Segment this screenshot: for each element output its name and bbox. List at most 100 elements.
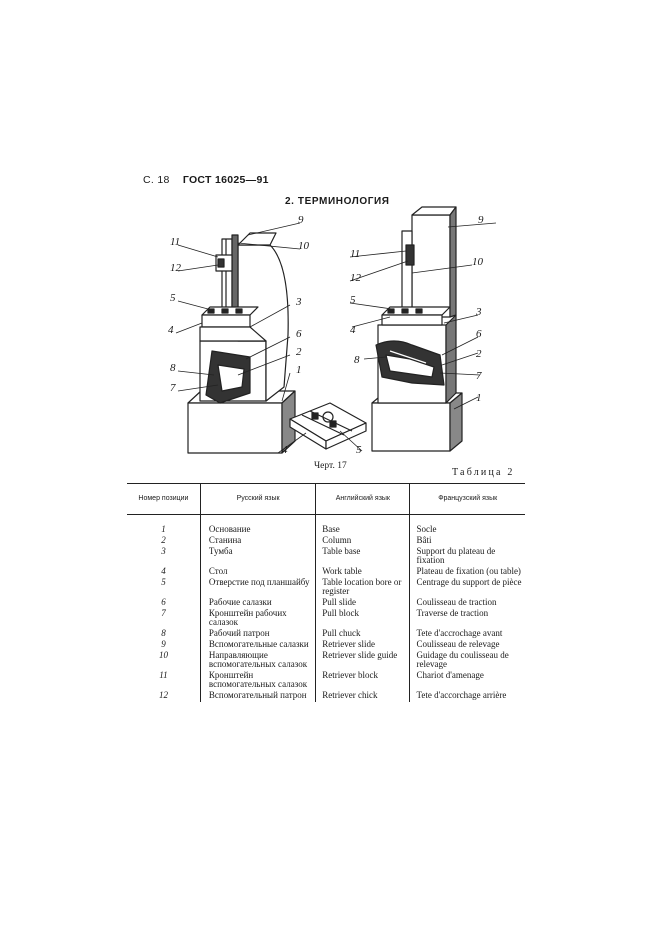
table-row: 4 Стол Work table Plateau de fixation (o… xyxy=(127,567,525,578)
table-row: 1 Основание Base Socle xyxy=(127,525,525,536)
right-callout-5: 5 xyxy=(350,294,356,306)
cell-fr: Chariot d'amenage xyxy=(409,671,525,691)
cell-num: 8 xyxy=(161,628,166,638)
cell-fr: Coulisseau de relevage xyxy=(409,640,525,651)
plate-callout-5: 5 xyxy=(356,444,362,456)
cell-en: Retriever chick xyxy=(315,691,410,702)
table-row: 9 Вспомогательные салазки Retriever slid… xyxy=(127,640,525,651)
standard-code: ГОСТ 16025—91 xyxy=(182,174,269,186)
cell-en: Pull block xyxy=(315,609,410,629)
table-header-row: Номер позиции Русский язык Английский яз… xyxy=(127,483,525,515)
section-title: 2. ТЕРМИНОЛОГИЯ xyxy=(285,196,390,207)
header-position: Номер позиции xyxy=(127,483,201,515)
left-callout-7: 7 xyxy=(170,382,176,394)
left-callout-8: 8 xyxy=(170,362,176,374)
cell-ru: Кронштейн вспомогательных салазок xyxy=(199,671,316,691)
cell-en: Table base xyxy=(315,547,410,567)
right-machine-view xyxy=(371,206,463,452)
table-row: 2 Станина Column Bâti xyxy=(127,536,525,547)
cell-fr: Traverse de traction xyxy=(409,609,525,629)
left-callout-4: 4 xyxy=(168,324,174,336)
cell-fr: Socle xyxy=(409,525,525,536)
table-row: 5 Отверстие под планшайбу Table location… xyxy=(127,578,525,598)
figure-caption: Черт. 17 xyxy=(314,461,347,471)
left-callout-6: 6 xyxy=(296,328,302,340)
left-callout-9: 9 xyxy=(298,214,304,226)
right-callout-11: 11 xyxy=(350,248,360,260)
right-callout-7: 7 xyxy=(476,370,482,382)
cell-en: Pull chuck xyxy=(315,629,410,640)
cell-en: Base xyxy=(315,525,410,536)
cell-ru: Основание xyxy=(199,525,316,536)
cell-ru: Отверстие под планшайбу xyxy=(199,578,316,598)
cell-ru: Кронштейн рабочих салазок xyxy=(199,609,316,629)
cell-ru: Тумба xyxy=(199,547,316,567)
cell-num: 4 xyxy=(161,566,166,576)
right-callout-2: 2 xyxy=(476,348,482,360)
right-callout-8: 8 xyxy=(354,354,360,366)
cell-en: Work table xyxy=(315,567,410,578)
cell-num: 5 xyxy=(161,577,166,587)
table-body: 1 Основание Base Socle 2 Станина Column … xyxy=(127,514,525,702)
right-callout-1: 1 xyxy=(476,392,482,404)
cell-num: 7 xyxy=(161,608,166,618)
right-callout-4: 4 xyxy=(350,324,356,336)
cell-ru: Вспомогательные салазки xyxy=(199,640,316,651)
left-callout-11: 11 xyxy=(170,236,180,248)
left-machine-view xyxy=(187,232,296,454)
right-callout-3: 3 xyxy=(475,306,482,318)
cell-num: 3 xyxy=(161,546,166,556)
cell-num: 9 xyxy=(161,639,166,649)
table-row: 6 Рабочие салазки Pull slide Coulisseau … xyxy=(127,598,525,609)
cell-ru: Станина xyxy=(199,536,316,547)
cell-fr: Tete d'accorchage arrière xyxy=(409,691,525,702)
left-callout-3: 3 xyxy=(295,296,302,308)
cell-ru: Стол xyxy=(199,567,316,578)
right-callout-12: 12 xyxy=(350,272,362,284)
cell-ru: Направляющие вспомогательных салазок xyxy=(199,651,316,671)
table-row: 10 Направляющие вспомогательных салазок … xyxy=(127,651,525,671)
cell-en: Retriever slide xyxy=(315,640,410,651)
cell-num: 6 xyxy=(161,597,166,607)
right-callout-9: 9 xyxy=(478,214,484,226)
cell-ru: Вспомогательный патрон xyxy=(199,691,316,702)
left-callout-10: 10 xyxy=(298,240,310,252)
plate-callout-4: 4 xyxy=(282,444,288,456)
cell-num: 11 xyxy=(159,670,168,680)
terminology-table: Номер позиции Русский язык Английский яз… xyxy=(127,483,525,702)
cell-num: 10 xyxy=(158,650,168,660)
left-callout-5: 5 xyxy=(170,292,176,304)
cell-fr: Guidage du coulisseau de relevage xyxy=(409,651,525,671)
cell-ru: Рабочий патрон xyxy=(199,629,316,640)
work-plate xyxy=(289,402,367,450)
cell-en: Table location bore or register xyxy=(315,578,410,598)
cell-en: Pull slide xyxy=(315,598,410,609)
cell-fr: Support du plateau de fixation xyxy=(409,547,525,567)
cell-en: Retriever block xyxy=(315,671,410,691)
header-french: Французский язык xyxy=(409,483,525,515)
table-row: 8 Рабочий патрон Pull chuck Tete d'accro… xyxy=(127,629,525,640)
right-callout-6: 6 xyxy=(476,328,482,340)
machine-drawing: 9 10 11 12 5 3 4 6 2 8 1 7 9 11 10 12 5 … xyxy=(168,206,497,456)
header-russian: Русский язык xyxy=(199,483,316,515)
cell-fr: Tete d'accrochage avant xyxy=(409,629,525,640)
right-callout-10: 10 xyxy=(472,256,484,268)
cell-num: 2 xyxy=(161,535,166,545)
table-row: 3 Тумба Table base Support du plateau de… xyxy=(127,547,525,567)
cell-fr: Bâti xyxy=(409,536,525,547)
table-row: 12 Вспомогательный патрон Retriever chic… xyxy=(127,691,525,702)
page-header: С. 18 ГОСТ 16025—91 xyxy=(143,174,269,186)
cell-fr: Centrage du support de pièce xyxy=(409,578,525,598)
cell-fr: Coulisseau de traction xyxy=(409,598,525,609)
table-label: Таблица 2 xyxy=(452,467,515,478)
left-callout-2: 2 xyxy=(296,346,302,358)
cell-en: Retriever slide guide xyxy=(315,651,410,671)
cell-num: 1 xyxy=(161,524,166,534)
table-row: 11 Кронштейн вспомогательных салазок Ret… xyxy=(127,671,525,691)
left-callout-12: 12 xyxy=(170,262,182,274)
cell-fr: Plateau de fixation (ou table) xyxy=(409,567,525,578)
left-callout-1: 1 xyxy=(296,364,302,376)
page-number: С. 18 xyxy=(143,174,170,186)
header-english: Английский язык xyxy=(315,483,410,515)
